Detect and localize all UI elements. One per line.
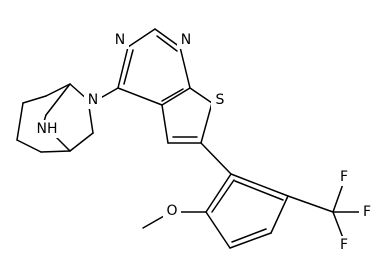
atom-f-bottom: F	[340, 237, 348, 253]
atom-n-amine: N	[88, 92, 98, 108]
bond	[200, 142, 232, 175]
atom-o-methoxy: O	[166, 203, 177, 219]
bond	[123, 49, 134, 85]
bond	[332, 211, 344, 239]
bond	[161, 88, 184, 102]
bond	[69, 132, 94, 152]
bond	[16, 102, 24, 141]
bond	[230, 173, 289, 197]
bond	[45, 83, 71, 97]
bond	[161, 87, 191, 106]
bond	[332, 183, 344, 213]
bond	[229, 232, 272, 249]
atom-nh-bridge: NH	[37, 121, 58, 137]
bond	[205, 173, 232, 213]
bond	[179, 46, 191, 89]
bond	[117, 46, 129, 89]
atom-f-right: F	[363, 204, 371, 220]
atom-s-thiophene: S	[216, 92, 225, 108]
bond	[287, 195, 334, 213]
bond	[211, 179, 235, 213]
bond	[231, 228, 267, 243]
bond	[127, 28, 156, 48]
bond	[54, 135, 71, 152]
bond	[154, 28, 181, 48]
atom-labels: N N S N NH O F F F	[34, 31, 375, 254]
bond	[16, 139, 42, 153]
bond	[22, 95, 47, 104]
bond	[117, 87, 163, 106]
bonds	[16, 28, 361, 249]
bond	[270, 195, 289, 234]
bond	[189, 87, 213, 104]
bond	[40, 150, 71, 153]
bond	[200, 102, 213, 144]
bond	[234, 180, 284, 201]
bond	[156, 35, 178, 52]
atom-n-top-left: N	[115, 32, 125, 48]
bond	[161, 104, 169, 144]
bond	[205, 211, 231, 249]
atom-n-top-right: N	[181, 32, 191, 48]
bond	[142, 215, 165, 229]
bond	[45, 83, 71, 116]
atom-f-top: F	[340, 169, 348, 185]
